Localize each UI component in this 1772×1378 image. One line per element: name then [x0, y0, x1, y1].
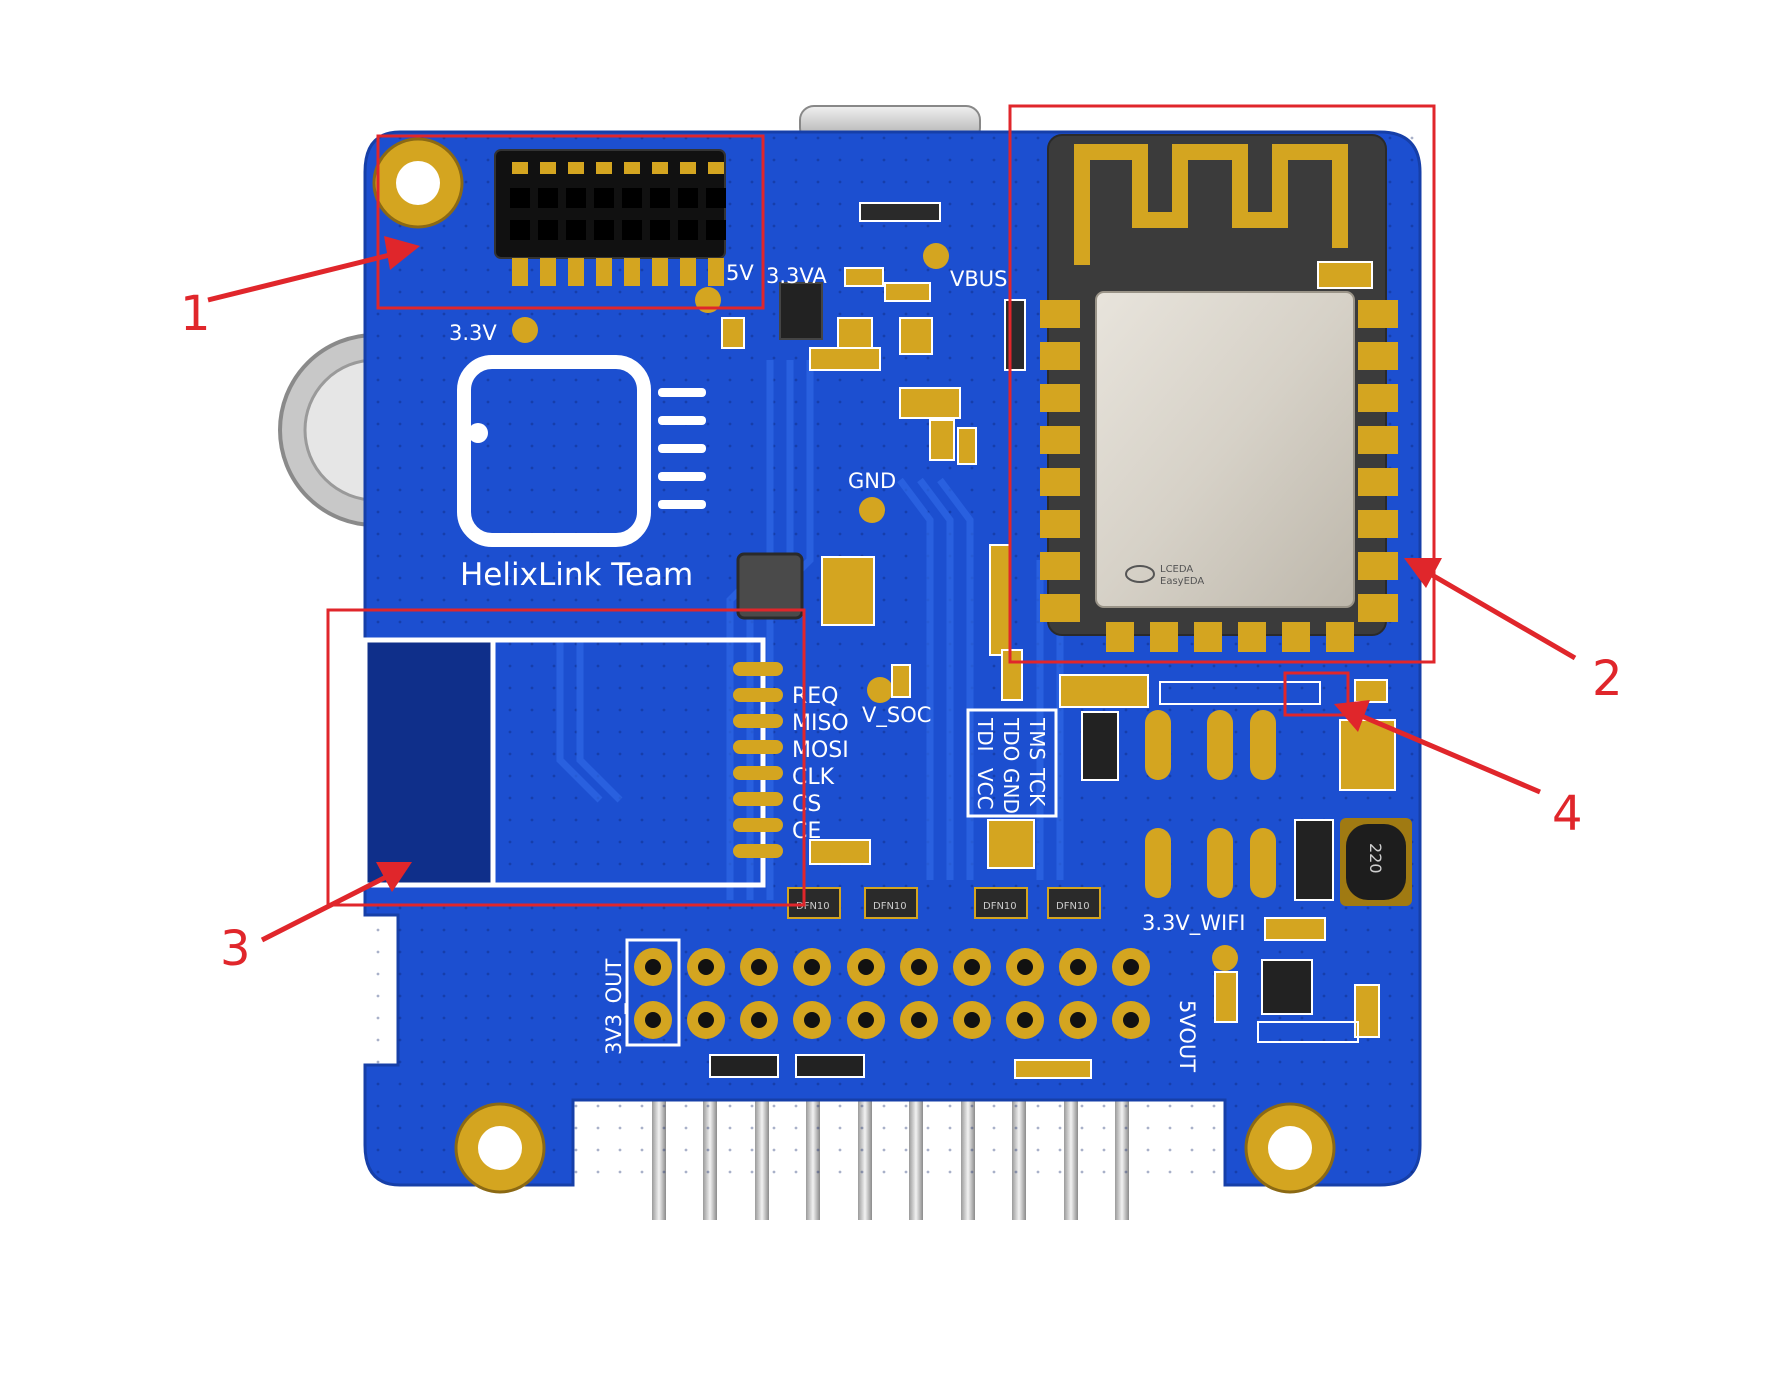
callout-number-3: 3 [220, 921, 251, 977]
module-brand2-label: EasyEDA [1160, 576, 1204, 587]
label-clk: CLK [792, 765, 835, 790]
label-tms: TMS [1025, 717, 1049, 760]
label-tck: TCK [1025, 767, 1049, 807]
dfn-label-4: DFN10 [1056, 901, 1090, 912]
callout-box-2 [1008, 104, 1436, 664]
callout-box-4 [1283, 671, 1350, 717]
callout-box-1 [376, 134, 765, 310]
label-5v: 5V [726, 261, 754, 285]
label-mosi: MOSI [792, 738, 849, 763]
module-cloud-icon [1125, 565, 1155, 583]
callout-number-4: 4 [1552, 786, 1583, 842]
wifi-module: LCEDA EasyEDA [1040, 134, 1398, 652]
testpoint-vsoc [867, 677, 893, 703]
inductor: 220 [1340, 818, 1412, 906]
label-req: REQ [792, 684, 839, 709]
inductor-label: 220 [1366, 843, 1385, 874]
callout-boxes [326, 104, 1436, 907]
spi-connector [362, 637, 783, 888]
label-vsoc: V_SOC [862, 703, 931, 728]
label-jtag-gnd: GND [999, 768, 1023, 814]
dfn-label-2: DFN10 [873, 901, 907, 912]
mounting-hole-tl [372, 137, 464, 229]
dfn-label-1: DFN10 [796, 901, 830, 912]
mounting-hole-bl [454, 1102, 546, 1194]
smd-components [709, 202, 1396, 1079]
mounting-hole-br [1244, 1102, 1336, 1194]
pcb-traces [556, 360, 1064, 900]
team-logo [457, 355, 706, 547]
label-miso: MISO [792, 711, 849, 736]
callout-number-1: 1 [180, 286, 211, 342]
testpoint-vbus [923, 243, 949, 269]
label-tdo: TDO [999, 717, 1023, 761]
testpoint-3v3 [512, 317, 538, 343]
label-ce: CE [792, 819, 821, 844]
label-3v3a: 3.3VA [766, 264, 827, 288]
testpoint-3v3-wifi [1212, 945, 1238, 971]
female-header-2x8 [494, 149, 726, 286]
callout-arrows [207, 236, 1577, 943]
label-3v3: 3.3V [449, 321, 497, 345]
qfn-chip [736, 552, 804, 620]
label-3v3-out: 3V3_OUT [602, 959, 627, 1055]
callout-box-3 [326, 608, 806, 907]
team-name-label: HelixLink Team [460, 557, 693, 593]
label-5vout: 5VOUT [1175, 1000, 1199, 1072]
label-gnd: GND [848, 469, 896, 493]
through-hole-header [625, 938, 1150, 1047]
label-vcc: VCC [973, 768, 997, 810]
callout-number-2: 2 [1592, 651, 1623, 707]
dfn-label-3: DFN10 [983, 901, 1017, 912]
label-cs: CS [792, 792, 821, 817]
jtag-header: TMS TCK TDO GND TDI VCC [966, 708, 1058, 818]
label-tdi: TDI [973, 717, 997, 752]
testpoint-gnd [859, 497, 885, 523]
module-brand-label: LCEDA [1160, 564, 1193, 575]
oscillator-pads [1145, 710, 1276, 898]
label-vbus: VBUS [950, 267, 1007, 291]
label-3v3-wifi: 3.3V_WIFI [1142, 911, 1246, 936]
dfn10-chips: DFN10 DFN10 DFN10 DFN10 [787, 887, 1101, 919]
